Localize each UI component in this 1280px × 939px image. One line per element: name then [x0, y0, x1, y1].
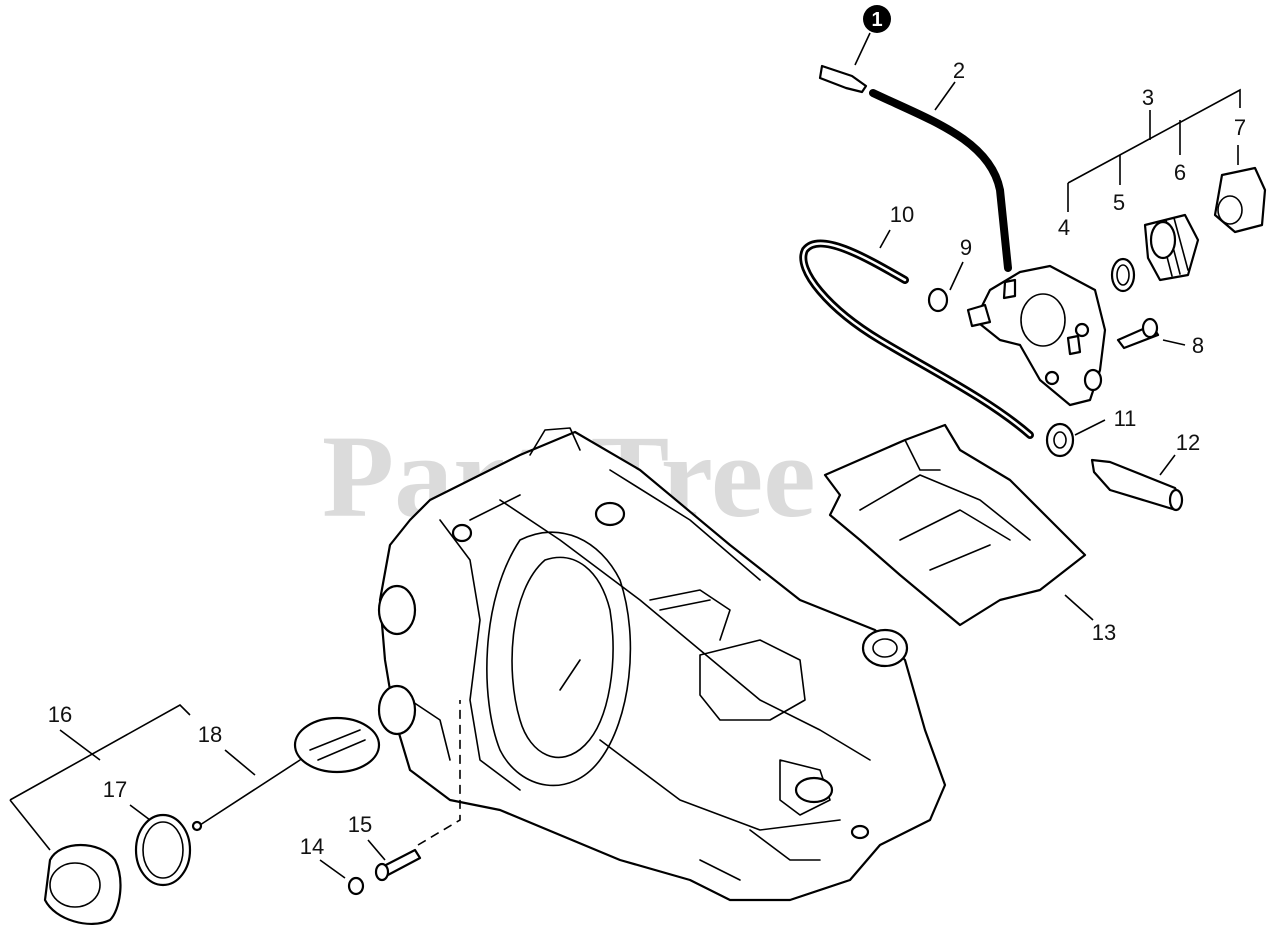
grommet-part-11: [1045, 422, 1075, 458]
cover-plate-part-13: [823, 423, 1087, 627]
oil-cap-part-16: [43, 843, 122, 925]
callout-16-label[interactable]: 16: [48, 702, 72, 727]
gasket-part-17: [134, 813, 192, 887]
pin-part-12: [1090, 458, 1184, 512]
worm-gear-part-6: [1143, 213, 1200, 282]
callout-6-label[interactable]: 6: [1174, 160, 1186, 185]
callout-17-label[interactable]: 17: [103, 777, 127, 802]
callout-5-label[interactable]: 5: [1113, 190, 1125, 215]
callout-7-label[interactable]: 7: [1234, 115, 1246, 140]
callout-9-label[interactable]: 9: [960, 235, 972, 260]
callout-14-label[interactable]: 14: [300, 834, 324, 859]
callout-15-label[interactable]: 15: [348, 812, 372, 837]
callout-12-label[interactable]: 12: [1176, 430, 1200, 455]
callout-1-label: 1: [871, 9, 882, 31]
small-ring-part-14: [347, 876, 365, 896]
callout-11-label[interactable]: 11: [1114, 406, 1137, 431]
cap-part-7: [1213, 166, 1267, 234]
callout-8-label[interactable]: 8: [1192, 333, 1204, 358]
leader-lines: [9, 32, 1241, 879]
ring-part-9: [927, 287, 949, 313]
callout-13-label[interactable]: 13: [1092, 620, 1116, 645]
oil-pump-body-part-4: [966, 264, 1107, 407]
callout-3-label[interactable]: 3: [1142, 85, 1154, 110]
oil-hose-part-10: [799, 239, 1034, 439]
strap-part-18: [191, 716, 381, 832]
callout-4-label[interactable]: 4: [1058, 215, 1070, 240]
callout-1-badge[interactable]: 1: [863, 5, 891, 33]
callout-2-label[interactable]: 2: [953, 58, 965, 83]
callout-18-label[interactable]: 18: [198, 722, 222, 747]
crankcase-housing: [377, 427, 947, 902]
o-ring-part-5: [1110, 257, 1136, 293]
hose-part-2: [869, 89, 1012, 272]
callout-10-label[interactable]: 10: [890, 202, 914, 227]
fitting-part-1: [818, 64, 868, 94]
